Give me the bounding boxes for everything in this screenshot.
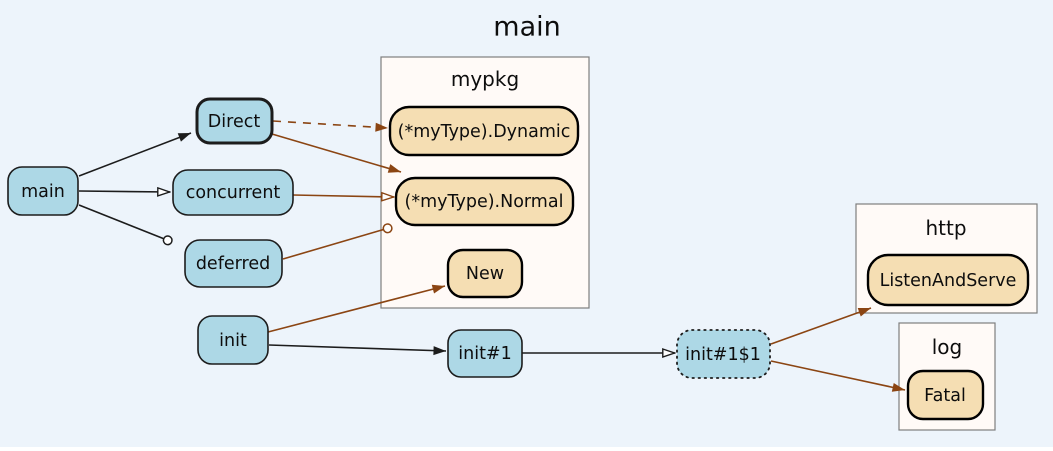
- node-fatal-label: Fatal: [924, 386, 966, 406]
- node-init1s1-label: init#1$1: [685, 345, 761, 365]
- node-main-box[interactable]: [7, 166, 79, 216]
- node-main[interactable]: main: [7, 166, 79, 216]
- node-direct-box[interactable]: [195, 97, 274, 145]
- node-dynamic[interactable]: (*myType).Dynamic: [388, 105, 580, 157]
- edge-concurrent-normal: [292, 195, 394, 197]
- node-init1s1[interactable]: init#1$1: [676, 329, 771, 379]
- edge-main-concurrent: [78, 191, 170, 192]
- edge-init-init1: [268, 344, 447, 356]
- node-new[interactable]: New: [446, 248, 524, 299]
- cluster-http-label: http: [925, 216, 966, 240]
- edge-deferred-normal: [282, 223, 393, 260]
- node-deferred[interactable]: deferred: [184, 239, 283, 288]
- node-listenandserve-box[interactable]: [866, 253, 1030, 307]
- node-new-box[interactable]: [446, 248, 524, 299]
- node-init1-label: init#1: [458, 344, 511, 364]
- edge-direct-normal: [271, 133, 402, 173]
- edge-init-new: [267, 284, 446, 333]
- edge-direct-dynamic: [272, 120, 389, 132]
- edge-init1s1-listenandserve: [770, 307, 872, 345]
- node-deferred-box[interactable]: [184, 239, 283, 288]
- node-deferred-label: deferred: [196, 254, 270, 274]
- node-concurrent-label: concurrent: [186, 183, 281, 203]
- node-new-label: New: [466, 264, 504, 284]
- node-dynamic-box[interactable]: [388, 105, 580, 157]
- node-init-box[interactable]: [197, 315, 269, 365]
- edge-main-direct: [78, 132, 192, 177]
- node-fatal-box[interactable]: [906, 369, 985, 421]
- node-dynamic-label: (*myType).Dynamic: [398, 122, 571, 142]
- cluster-log-label: log: [932, 335, 963, 359]
- cluster-mypkg-label: mypkg: [451, 67, 519, 91]
- node-concurrent-box[interactable]: [172, 169, 294, 216]
- node-main-label: main: [21, 182, 65, 202]
- node-normal-box[interactable]: [394, 176, 575, 227]
- edge-main-deferred: [78, 204, 173, 246]
- graph-title: main: [493, 12, 560, 43]
- node-direct[interactable]: Direct: [195, 97, 274, 145]
- node-init1[interactable]: init#1: [447, 329, 523, 378]
- node-init-label: init: [219, 331, 247, 351]
- node-direct-label: Direct: [208, 112, 261, 132]
- node-init1-box[interactable]: [447, 329, 523, 378]
- edge-init1s1-fatal: [770, 360, 906, 392]
- node-normal-label: (*myType).Normal: [405, 192, 564, 212]
- node-init1s1-box[interactable]: [676, 329, 771, 379]
- node-fatal[interactable]: Fatal: [906, 369, 985, 421]
- node-listenandserve[interactable]: ListenAndServe: [866, 253, 1030, 307]
- node-normal[interactable]: (*myType).Normal: [394, 176, 575, 227]
- node-concurrent[interactable]: concurrent: [172, 169, 294, 216]
- node-listenandserve-label: ListenAndServe: [880, 271, 1017, 291]
- node-init[interactable]: init: [197, 315, 269, 365]
